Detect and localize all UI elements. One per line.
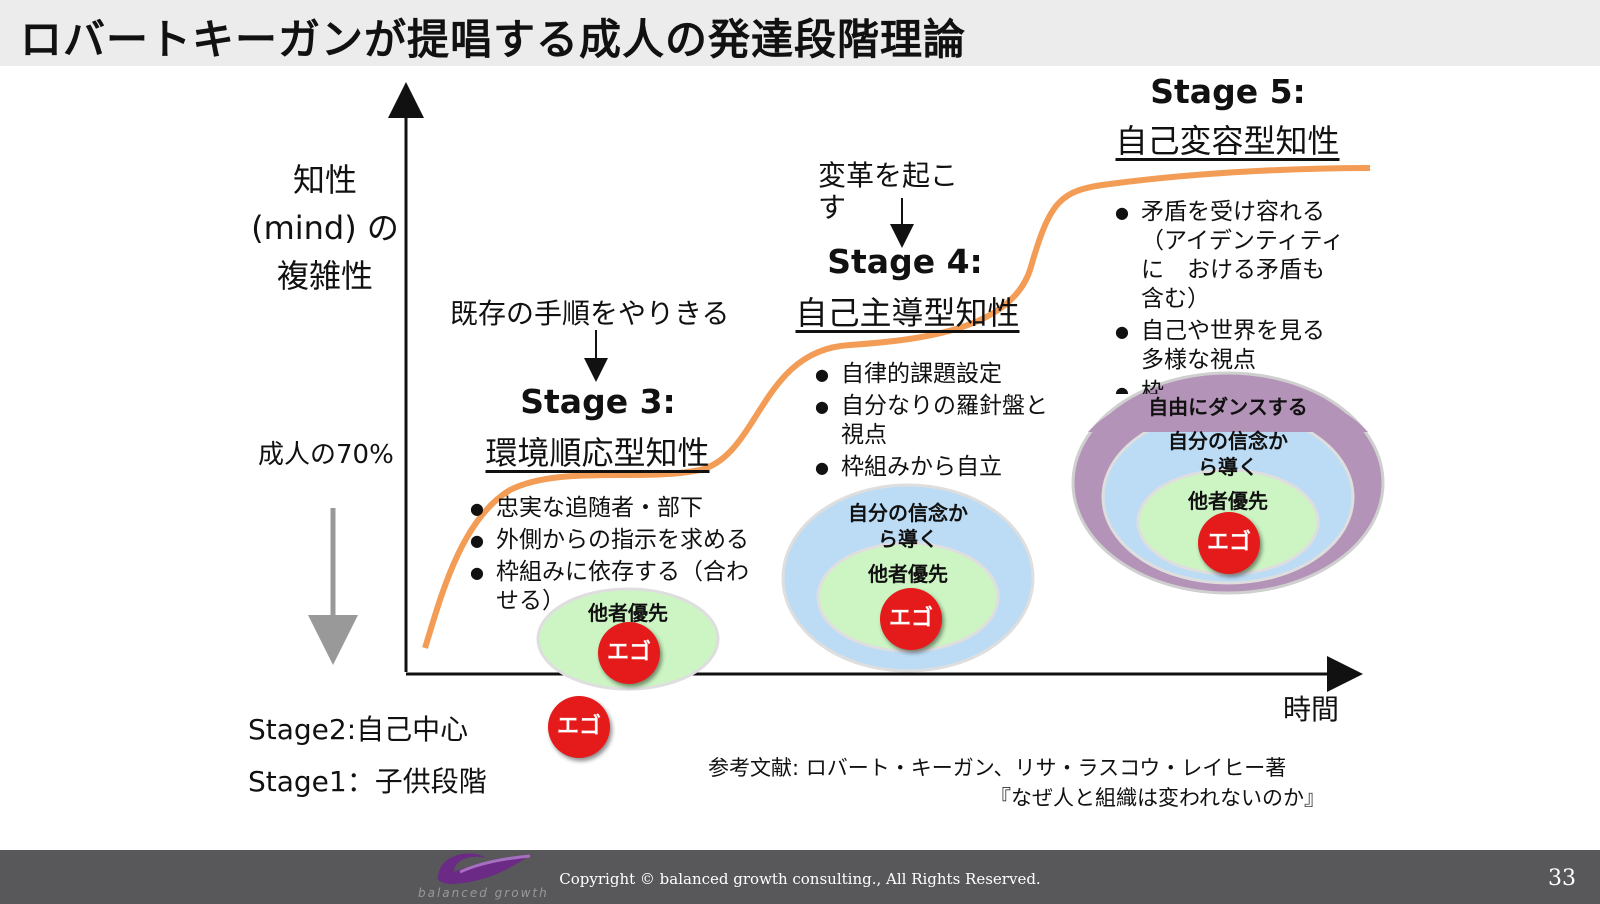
logo-text: balanced growth: [418, 886, 549, 900]
own-belief-label-s4: 自分の信念から導く: [848, 501, 968, 551]
others-first-label-s3: 他者優先: [588, 601, 668, 625]
others-first-label-s4: 他者優先: [868, 562, 948, 586]
stage3-bullets: 忠実な追随者・部下 外側からの指示を求める 枠組みに依存する（合わせる）: [470, 494, 750, 632]
stage5-heading: Stage 5:: [1150, 72, 1306, 111]
footer-bar: [0, 850, 1600, 904]
x-axis-label: 時間: [1283, 693, 1340, 726]
stage5-bullet: 自己や世界を見る多様な視点: [1115, 317, 1347, 375]
copyright-text: Copyright © balanced growth consulting.,…: [559, 870, 1041, 888]
stage3-bullet: 忠実な追随者・部下: [470, 494, 750, 523]
y-axis-label: 知性 (mind) の 複雑性: [220, 156, 430, 300]
company-logo: [437, 853, 532, 884]
reference-line2: 『なぜ人と組織は変われないのか』: [990, 786, 1325, 810]
stage4-heading: Stage 4:: [827, 242, 983, 281]
reference-line1: 参考文献: ロバート・キーガン、リサ・ラスコウ・レイヒー著: [708, 756, 1287, 780]
page-title: ロバートキーガンが提唱する成人の発達段階理論: [20, 15, 967, 64]
title-bar: [0, 0, 1600, 66]
ego-badge-s3: エゴ: [598, 622, 660, 684]
own-belief-label-s5: 自分の信念から導く: [1168, 429, 1288, 479]
stage5-subtitle: 自己変容型知性: [1115, 122, 1340, 160]
y-axis-label-line2: (mind) の: [251, 209, 399, 247]
stage2-label: Stage2:自己中心: [248, 713, 469, 746]
stage5-bullet: 矛盾を受け容れる（アイデンティティに おける矛盾も含む）: [1115, 198, 1347, 314]
page-number: 33: [1548, 866, 1576, 891]
stage1-label: Stage1：子供段階: [248, 765, 487, 798]
stage3-subtitle: 環境順応型知性: [485, 434, 710, 472]
stage3-heading: Stage 3:: [520, 382, 676, 421]
stage5-ring-overlay: [1082, 376, 1374, 436]
stage3-lead: 既存の手順をやりきる: [450, 297, 730, 330]
adult-70-marker: 成人の70%: [258, 440, 394, 470]
stage4-bullet: 自分なりの羅針盤と視点: [815, 392, 1055, 450]
stage4-bullet: 枠組みから自立: [815, 453, 1055, 482]
stage3-bullet: 外側からの指示を求める: [470, 526, 750, 555]
stage4-bullets: 自律的課題設定 自分なりの羅針盤と視点 枠組みから自立: [815, 360, 1055, 485]
ego-badge-s5: エゴ: [1198, 512, 1260, 574]
ego-badge-s4: エゴ: [880, 588, 942, 650]
free-dance-label: 自由にダンスする: [1148, 395, 1308, 419]
ego-slot-s4: エゴ: [880, 588, 942, 650]
stage4-bullet: 自律的課題設定: [815, 360, 1055, 389]
stage5-bullets: 矛盾を受け容れる（アイデンティティに おける矛盾も含む） 自己や世界を見る多様な…: [1115, 198, 1347, 394]
y-axis-label-line1: 知性: [292, 161, 357, 199]
y-axis-label-line3: 複雑性: [276, 257, 373, 295]
stage4-lead: 変革を起こす: [818, 159, 959, 224]
stage3-bullet: 枠組みに依存する（合わせる）: [470, 558, 750, 616]
stage5-bullet: 枠: [1115, 378, 1347, 394]
development-curve: [422, 165, 1371, 649]
stage4-subtitle: 自己主導型知性: [795, 294, 1020, 332]
others-first-label-s5: 他者優先: [1188, 489, 1268, 513]
ego-badge-s2: エゴ: [548, 696, 610, 758]
